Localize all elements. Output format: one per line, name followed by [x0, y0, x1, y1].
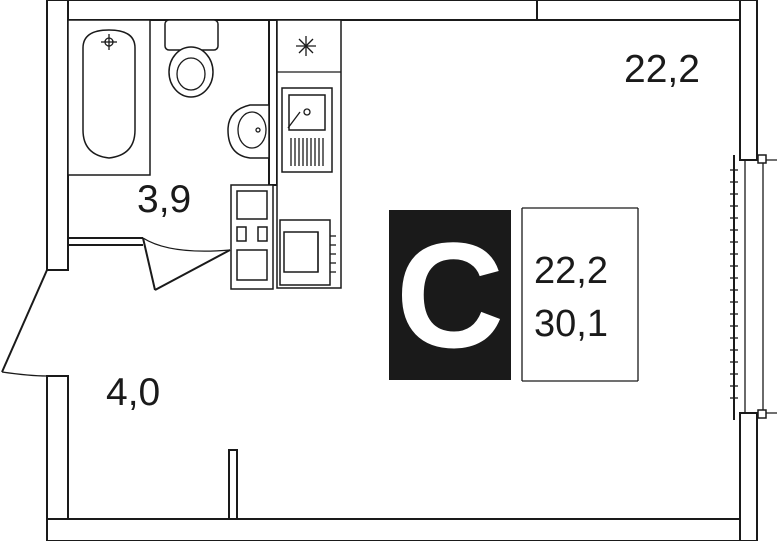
legend-total-area: 30,1: [534, 303, 608, 345]
bathroom-door: [142, 237, 231, 291]
oven-icon: [279, 219, 336, 286]
hallway-area: 4,0: [106, 371, 161, 414]
studio-letter: С: [395, 211, 505, 379]
legend-badge: [389, 207, 639, 382]
legend-living-area: 22,2: [534, 250, 608, 292]
outer-walls: [46, 0, 777, 541]
stove-icon: [230, 184, 274, 290]
bathroom-area: 3,9: [137, 178, 192, 221]
sink-icon: [227, 104, 270, 159]
bathtub-icon: [67, 19, 151, 176]
entrance-door: [1, 269, 48, 377]
toilet-icon: [164, 19, 219, 98]
kitchen-sink-icon: [281, 87, 333, 173]
snowflake-icon: [296, 36, 316, 56]
living-room-area: 22,2: [624, 48, 700, 91]
window: [730, 154, 777, 420]
